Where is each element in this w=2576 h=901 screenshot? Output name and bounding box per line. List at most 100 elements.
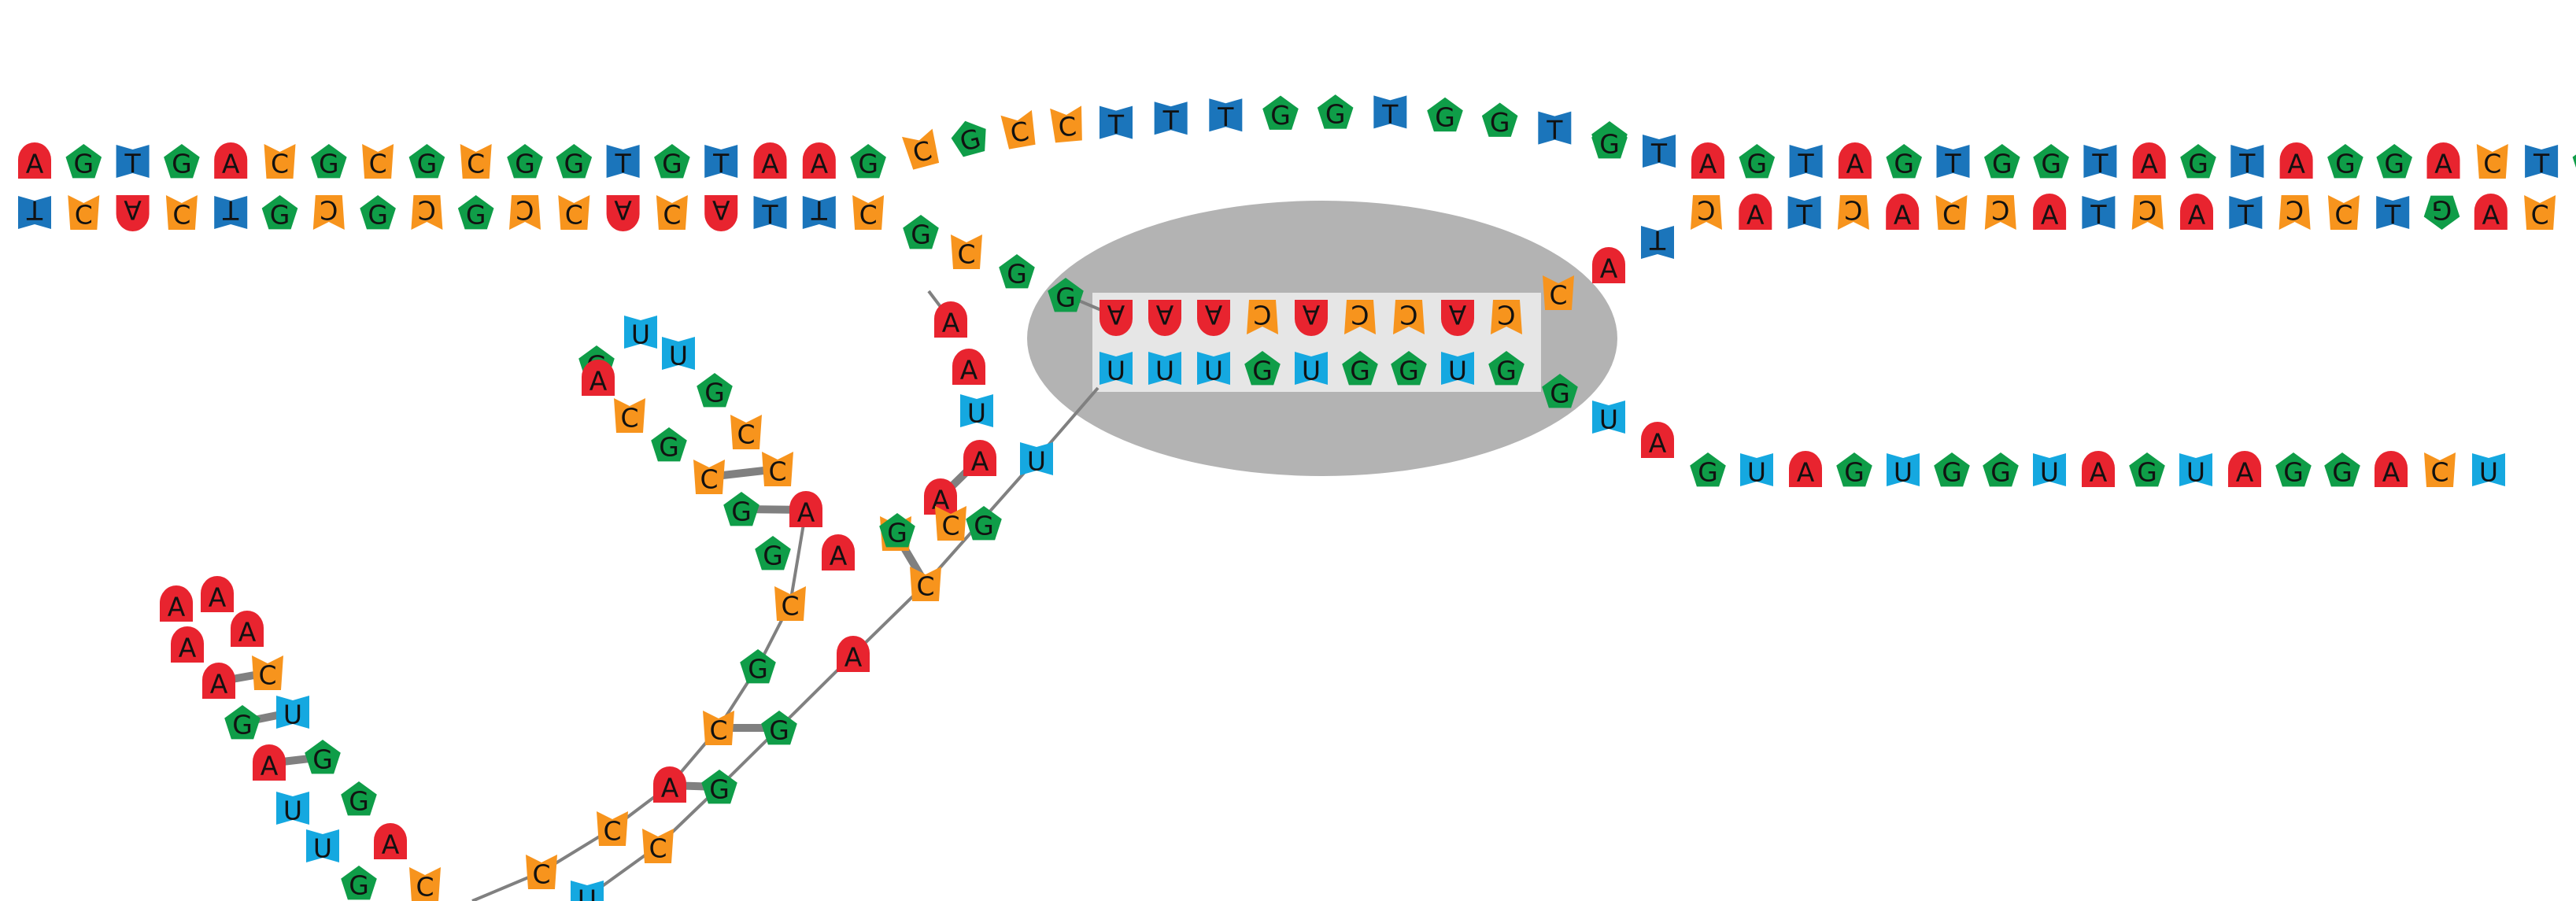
dna-top-nt: C: [901, 128, 940, 170]
seed-bottom-nt: G: [1244, 351, 1281, 386]
scaffold-nt: C: [614, 398, 645, 434]
svg-text:A: A: [2090, 457, 2108, 488]
svg-text:C: C: [768, 456, 786, 487]
dna-top-nt: T: [1643, 135, 1676, 169]
rna-tail-nt: A: [2375, 451, 2408, 488]
dna-top-nt: G: [2327, 144, 2363, 179]
svg-text:A: A: [971, 446, 989, 477]
svg-text:A: A: [761, 149, 779, 179]
dna-top-nt: T: [116, 145, 150, 179]
scaffold-nt: C: [910, 567, 941, 602]
dna-bottom-nt: C: [558, 195, 590, 231]
svg-text:A: A: [844, 642, 863, 673]
dna-top-nt: G: [1262, 95, 1299, 131]
dna-top-nt: T: [1100, 105, 1133, 140]
scaffold-nt: A: [160, 585, 193, 622]
seed-bottom-nt: G: [1342, 351, 1378, 386]
scaffold-nt: G: [755, 536, 791, 571]
rna-tail-nt: U: [1740, 453, 1773, 488]
dna-top-nt: C: [264, 144, 296, 179]
rna-tail-nt: A: [1789, 451, 1822, 488]
dna-bottom-nt: C: [1543, 275, 1574, 311]
dna-bottom-nt: G: [1048, 278, 1084, 313]
dna-bottom-nt: T: [1641, 225, 1674, 259]
dna-top-nt: T: [1373, 95, 1407, 130]
dna-top-nt: G: [408, 144, 445, 179]
dna-top-nt: G: [2572, 154, 2576, 168]
svg-text:C: C: [565, 200, 583, 231]
svg-text:G: G: [2188, 149, 2208, 179]
scaffold-nt: U: [276, 696, 309, 730]
svg-text:A: A: [1600, 253, 1618, 284]
seed-bottom-nt: U: [1441, 352, 1474, 386]
svg-text:A: A: [179, 633, 197, 663]
svg-text:A: A: [2140, 149, 2158, 179]
svg-text:G: G: [731, 497, 752, 527]
svg-text:A: A: [238, 617, 257, 648]
svg-text:G: G: [1894, 149, 1914, 179]
svg-text:U: U: [1027, 446, 1046, 477]
svg-text:C: C: [649, 833, 667, 864]
svg-text:G: G: [1435, 102, 1455, 132]
dna-top-nt: T: [1538, 111, 1572, 146]
dna-bottom-nt: C: [1837, 195, 1869, 230]
dna-bottom-nt: A: [1739, 194, 1772, 231]
scaffold-nt: U: [662, 337, 695, 371]
scaffold-nt: G: [966, 506, 1002, 541]
svg-text:U: U: [2186, 457, 2205, 488]
svg-text:G: G: [887, 518, 907, 548]
svg-text:A: A: [2236, 457, 2254, 488]
svg-text:U: U: [1599, 404, 1618, 435]
svg-text:U: U: [1155, 356, 1174, 386]
dna-bottom-nt: T: [214, 195, 248, 229]
svg-text:A: A: [1107, 300, 1125, 330]
svg-text:G: G: [368, 200, 388, 231]
svg-text:T: T: [1649, 225, 1666, 256]
dna-top-nt: G: [1739, 144, 1776, 179]
svg-text:T: T: [124, 149, 142, 179]
svg-text:G: G: [748, 654, 768, 685]
rna-tail-nt: G: [1542, 374, 1578, 409]
dna-top-nt: C: [362, 144, 394, 179]
dna-top-nt: A: [1838, 142, 1872, 179]
seed-top-nt: C: [1393, 300, 1425, 334]
svg-text:C: C: [271, 149, 289, 179]
svg-text:A: A: [589, 366, 608, 397]
svg-text:G: G: [974, 511, 994, 541]
svg-text:A: A: [124, 195, 142, 226]
svg-text:C: C: [1399, 300, 1417, 330]
scaffold-nt: G: [761, 711, 797, 746]
seed-top-nt: C: [1247, 300, 1278, 334]
svg-text:T: T: [761, 200, 778, 231]
svg-text:G: G: [662, 149, 682, 179]
svg-text:U: U: [283, 700, 302, 730]
scaffold-nt: C: [762, 452, 793, 487]
svg-text:C: C: [957, 239, 975, 270]
dna-top-nt: C: [1000, 109, 1036, 150]
rna-tail-nt: A: [2082, 451, 2115, 488]
scaffold-nt: G: [224, 705, 261, 740]
svg-text:A: A: [2041, 200, 2059, 231]
svg-text:G: G: [349, 870, 369, 901]
scaffold-nt: A: [963, 440, 996, 477]
dna-top-nt: G: [1591, 124, 1628, 160]
svg-text:T: T: [1107, 109, 1125, 140]
svg-text:T: T: [615, 149, 632, 179]
svg-text:G: G: [1942, 457, 1962, 488]
svg-text:G: G: [2335, 149, 2356, 179]
dna-bottom-nt: A: [2474, 194, 2508, 231]
seed-bottom-nt: G: [1488, 351, 1525, 386]
svg-text:G: G: [515, 149, 535, 179]
svg-text:A: A: [2382, 457, 2400, 488]
svg-text:U: U: [578, 884, 597, 901]
svg-text:G: G: [232, 710, 253, 740]
rna-tail-nt: G: [2275, 452, 2312, 488]
svg-text:G: G: [659, 432, 679, 463]
scaffold-nt: A: [934, 301, 967, 338]
svg-text:A: A: [261, 751, 279, 781]
scaffold-nt: C: [774, 586, 806, 622]
seed-bottom-nt: U: [1295, 352, 1328, 386]
dna-bottom-nt: C: [951, 234, 982, 270]
svg-text:G: G: [319, 149, 339, 179]
